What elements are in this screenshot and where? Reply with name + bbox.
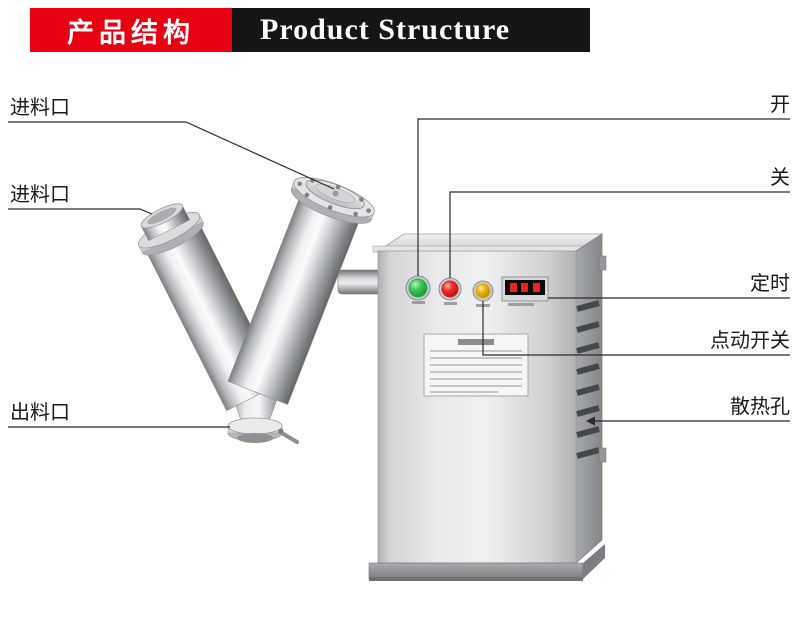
vent-arrow-icon [586,416,595,426]
callout-power-off-label: 关 [770,165,790,189]
cabinet-side [575,233,603,564]
cabinet-base [368,562,584,580]
cabinet-front [377,250,577,564]
cabinet-base-edge [369,577,583,581]
callout-vents-label: 散热孔 [730,394,790,418]
callout-outlet-label: 出料口 [10,400,70,424]
line-inlet-top [8,121,335,190]
drive-shaft [337,269,383,295]
cabinet-base-side [583,544,605,579]
line-inlet-left [8,208,153,215]
hinge-top-icon [598,255,607,271]
discharge-clamp-handle [278,430,299,444]
nameplate [423,333,529,397]
section-title-en: Product Structure [232,8,590,52]
hinge-bottom-icon [598,447,607,463]
jog-button [472,280,494,302]
control-cabinet [368,233,607,581]
start-button [405,275,431,301]
callout-power-on-label: 开 [770,92,790,116]
callout-lines [8,118,790,428]
stop-button [438,277,462,301]
discharge-outlet [227,417,299,444]
callout-jog-label: 点动开关 [710,328,790,352]
mixer-right-arm [227,177,375,405]
callout-inlet-left-label: 进料口 [10,182,70,206]
callout-inlet-top-label: 进料口 [10,95,70,119]
vent-slots [576,300,600,459]
timer-display [501,276,549,302]
line-jog [482,301,790,356]
v-mixer [138,177,375,444]
callout-timer-label: 定时 [750,271,790,295]
line-power-on [417,118,790,276]
section-title-zh: 产品结构 [30,8,232,52]
line-power-off [449,191,790,278]
lid-bolts [297,178,371,217]
